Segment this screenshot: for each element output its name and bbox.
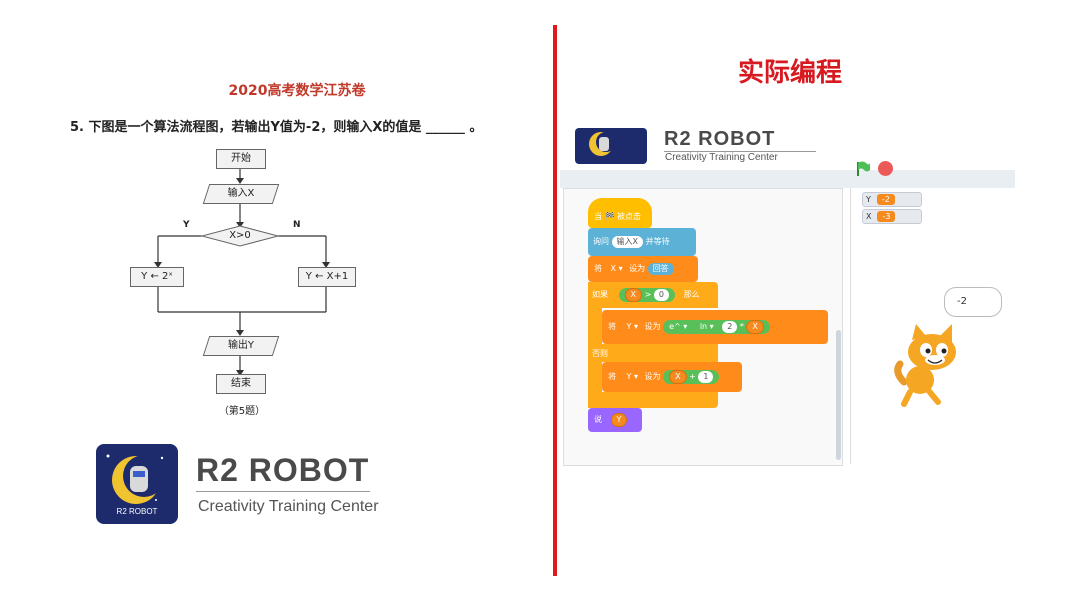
say-var[interactable]: Y xyxy=(610,413,628,427)
flowchart-no-label: N xyxy=(293,220,301,230)
exp-func-dropdown[interactable]: e^ ▾ xyxy=(669,322,688,331)
set-y-var-dropdown[interactable]: Y ▾ xyxy=(626,322,638,331)
exp-op: * xyxy=(739,322,744,331)
set-y-plus-block[interactable]: 将 Y ▾ 设为 X + 1 xyxy=(602,362,742,392)
scratch-toolbar xyxy=(560,170,1015,188)
when-flag-clicked-block[interactable]: 当 🏁 被点击 xyxy=(588,198,652,228)
flowchart-lines xyxy=(154,168,330,376)
flowchart-no-branch: Y ← X+1 xyxy=(298,267,356,287)
small-logo-underline xyxy=(664,151,816,152)
exp-var[interactable]: X xyxy=(746,320,764,334)
question-caption: （第5题） xyxy=(218,406,266,417)
set-x-var-dropdown[interactable]: X ▾ xyxy=(610,264,623,273)
flowchart-yes-label: Y xyxy=(183,220,190,230)
ask-label: 询问 xyxy=(593,237,609,246)
set-x-block[interactable]: 将 X ▾ 设为 回答 xyxy=(588,256,698,282)
ln-func-dropdown[interactable]: ln ▾ xyxy=(699,322,714,331)
if-var[interactable]: X xyxy=(624,288,643,302)
logo-underline xyxy=(196,491,370,492)
red-divider xyxy=(553,25,557,576)
svg-text:R2 ROBOT: R2 ROBOT xyxy=(117,507,158,516)
say-label: 说 xyxy=(594,415,602,424)
logo-title: R2 ROBOT xyxy=(196,452,370,488)
set-y2-var-dropdown[interactable]: Y ▾ xyxy=(626,372,638,381)
stage[interactable] xyxy=(850,188,1016,464)
variable-monitor-y: Y-2 xyxy=(862,192,922,207)
set-y2-prefix: 将 xyxy=(608,372,616,381)
exp-operator-block[interactable]: e^ ▾ ln ▾ 2 * X xyxy=(663,320,770,334)
flowchart-condition: X>0 xyxy=(229,230,251,241)
flowchart-end: 结束 xyxy=(216,374,266,394)
ask-input[interactable]: 输入X xyxy=(611,236,644,248)
if-label: 如果 xyxy=(592,290,608,299)
right-title: 实际编程 xyxy=(737,58,842,88)
plus-operator-block[interactable]: X + 1 xyxy=(663,370,720,384)
plus-op: + xyxy=(689,372,696,381)
code-scrollbar[interactable] xyxy=(836,330,841,460)
say-block[interactable]: 说 Y xyxy=(588,408,642,432)
flowchart-yes-branch: Y ← 2ˣ xyxy=(130,267,184,287)
r2-robot-small-logo-icon xyxy=(575,128,647,164)
variable-monitor-x: X-3 xyxy=(862,209,922,224)
question-text: 5. 下图是一个算法流程图，若输出Y值为-2，则输入X的值是 ______ 。 xyxy=(70,120,483,135)
flowchart-start: 开始 xyxy=(216,149,266,169)
set-y-prefix: 将 xyxy=(608,322,616,331)
greater-than-block[interactable]: X > 0 xyxy=(618,288,675,302)
if-op: > xyxy=(644,290,652,299)
stop-icon[interactable] xyxy=(878,161,893,176)
logo-subtitle: Creativity Training Center xyxy=(198,498,379,515)
when-flag-label: 当 🏁 被点击 xyxy=(594,212,642,221)
set-y-mid: 设为 xyxy=(644,322,661,331)
flowchart-input: 输入X xyxy=(202,184,280,204)
if-num[interactable]: 0 xyxy=(653,289,669,301)
else-label: 否则 xyxy=(592,349,608,358)
speech-bubble: -2 xyxy=(944,287,1002,317)
scratch-cat-sprite-icon[interactable] xyxy=(890,322,970,411)
set-x-mid: 设为 xyxy=(629,264,646,273)
flowchart-output: 输出Y xyxy=(202,336,280,356)
ask-and-wait-block[interactable]: 询问 输入X 并等待 xyxy=(588,228,696,256)
plus-var[interactable]: X xyxy=(669,370,687,384)
r2-robot-logo-icon: R2 ROBOT xyxy=(96,444,178,524)
set-x-prefix: 将 xyxy=(594,264,602,273)
plus-num[interactable]: 1 xyxy=(698,371,714,383)
small-logo-subtitle: Creativity Training Center xyxy=(665,152,778,163)
small-logo-title: R2 ROBOT xyxy=(664,128,776,150)
set-y-exp-block[interactable]: 将 Y ▾ 设为 e^ ▾ ln ▾ 2 * X xyxy=(602,310,828,344)
ask-suffix: 并等待 xyxy=(645,237,670,246)
green-flag-icon[interactable] xyxy=(854,160,872,182)
set-y2-mid: 设为 xyxy=(644,372,661,381)
if-else-block[interactable]: 如果 X > 0 那么 否则 xyxy=(588,282,828,408)
answer-reporter[interactable]: 回答 xyxy=(647,263,674,275)
exam-title: 2020高考数学江苏卷 xyxy=(228,83,366,99)
then-label: 那么 xyxy=(683,290,700,299)
exp-num[interactable]: 2 xyxy=(722,321,738,333)
